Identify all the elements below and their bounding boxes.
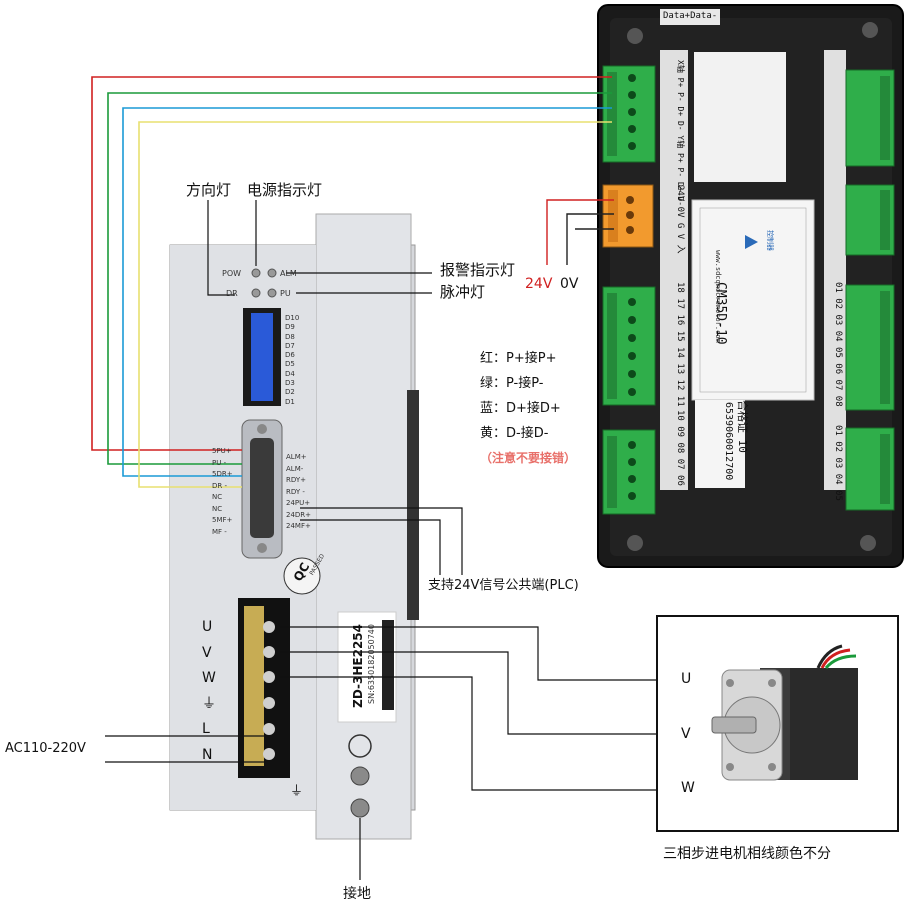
data-label: Data+Data- (663, 11, 718, 21)
v0-label: 0V (560, 276, 579, 292)
power-light-label: 电源指示灯 (247, 181, 323, 199)
signal-label: ALM+ (286, 453, 307, 461)
wire-yellow (138, 121, 612, 488)
motion-controller (597, 4, 904, 568)
ac-input-label: AC110-220V (5, 741, 86, 756)
controller-input-numbers: 18 17 16 15 14 13 12 11 (675, 282, 685, 407)
signal-label: DR - (212, 481, 228, 490)
dip-label: D1 (285, 397, 295, 406)
terminal-label: U (202, 619, 213, 635)
motor-u-label: U (681, 671, 692, 687)
dip-label: D3 (285, 379, 295, 388)
signal-label: RDY - (286, 487, 305, 496)
wiring-note: 红：P+接P+ (480, 351, 557, 366)
wiring-note: 黄：D-接D- (480, 426, 549, 441)
stepper-driver (169, 213, 419, 840)
signal-label: 24PU+ (286, 499, 311, 507)
terminal-block-inputs-b (602, 429, 656, 515)
pow-label: POW (222, 269, 242, 278)
dip-label: D4 (285, 369, 295, 378)
pu-label: PU (280, 289, 291, 298)
signal-label: 5MF+ (212, 516, 233, 524)
dip-label-list: D10 D9 D8 D7 D6 D5 D4 D3 D2 D1 (285, 314, 299, 407)
terminal-label: W (202, 670, 216, 686)
controller-input-numbers2: 10 09 08 07 06 (675, 410, 685, 486)
terminal-label: L (202, 721, 210, 737)
terminal-label: ⏚ (202, 695, 216, 712)
controller-right-numbers2: 01 02 03 04 05 (833, 425, 843, 501)
signal-label: NC (212, 493, 223, 501)
dip-label: D8 (285, 332, 295, 341)
terminal-block-power (602, 184, 654, 248)
controller-brand: 控制器 (766, 230, 774, 251)
warning-note: （注意不要接错） (480, 451, 577, 465)
alarm-light-label: 报警指示灯 (440, 261, 516, 279)
signal-wires (91, 76, 612, 488)
wire-green (107, 92, 612, 465)
dip-label: D9 (285, 323, 295, 332)
direction-light-label: 方向灯 (186, 181, 232, 199)
dip-label: D5 (285, 360, 295, 369)
signal-label: RDY+ (286, 476, 307, 484)
dip-label: D7 (285, 341, 295, 350)
wiring-note: 绿：P-接P- (480, 376, 544, 391)
ground-label: 接地 (343, 886, 371, 902)
pulse-light-label: 脉冲灯 (440, 283, 486, 301)
signal-label: 5PU+ (212, 447, 232, 455)
dip-label: D6 (285, 351, 295, 360)
alm-label: ALM (280, 269, 297, 278)
terminal-label: V (202, 644, 212, 661)
dip-label: D10 (285, 314, 300, 322)
signal-label: 5DR+ (212, 470, 233, 478)
controller-certificate: 合格证 10 (736, 400, 749, 453)
driver-ground-symbol: ⏚ (290, 784, 304, 799)
signal-label: 24DR+ (286, 510, 312, 519)
plc-note: 支持24V信号公共端(PLC) (428, 578, 579, 593)
v24-label: 24V (525, 276, 553, 292)
terminal-block-inputs-a (602, 286, 656, 406)
terminal-block-xy (602, 65, 656, 163)
driver-sn-label: SN:6350182050740 (367, 624, 376, 704)
dr-label: DR (226, 289, 238, 298)
terminal-label: N (202, 746, 213, 763)
signal-label: MF - (212, 527, 227, 536)
signal-right-labels: ALM+ ALM- RDY+ RDY - 24PU+ 24DR+ 24MF+ (286, 452, 311, 533)
wire-blue (122, 107, 612, 477)
signal-label: ALM- (286, 464, 304, 473)
stepper-motor (711, 644, 858, 781)
driver-model-label: ZD-3HE2254 (351, 624, 365, 708)
signal-label: PU - (212, 458, 227, 467)
wiring-note: 蓝：D+接D+ (480, 401, 561, 416)
wire-red (91, 76, 612, 451)
signal-label: NC (212, 504, 223, 513)
controller-serial: 6539060012700 (723, 402, 734, 481)
signal-left-labels: 5PU+ PU - 5DR+ DR - NC NC 5MF+ MF - (212, 446, 233, 538)
dip-label: D2 (285, 388, 295, 397)
motor-v-label: V (681, 726, 691, 742)
signal-label: 24MF+ (286, 522, 311, 530)
controller-website: www.sdcqmicromotor.com (714, 250, 722, 343)
controller-power-text: 24V 0V G V 入 (675, 185, 685, 254)
controller-right-numbers: 01 02 03 04 05 06 07 08 (833, 282, 843, 407)
motor-caption: 三相步进电机相线颜色不分 (663, 846, 831, 862)
power-wires (546, 199, 614, 265)
power-terminal-labels: U V W ⏚ L N (202, 615, 216, 768)
wiring-notes: 红：P+接P+ 绿：P-接P- 蓝：D+接D+ 黄：D-接D- （注意不要接错） (480, 346, 576, 471)
motor-w-label: W (681, 780, 695, 796)
